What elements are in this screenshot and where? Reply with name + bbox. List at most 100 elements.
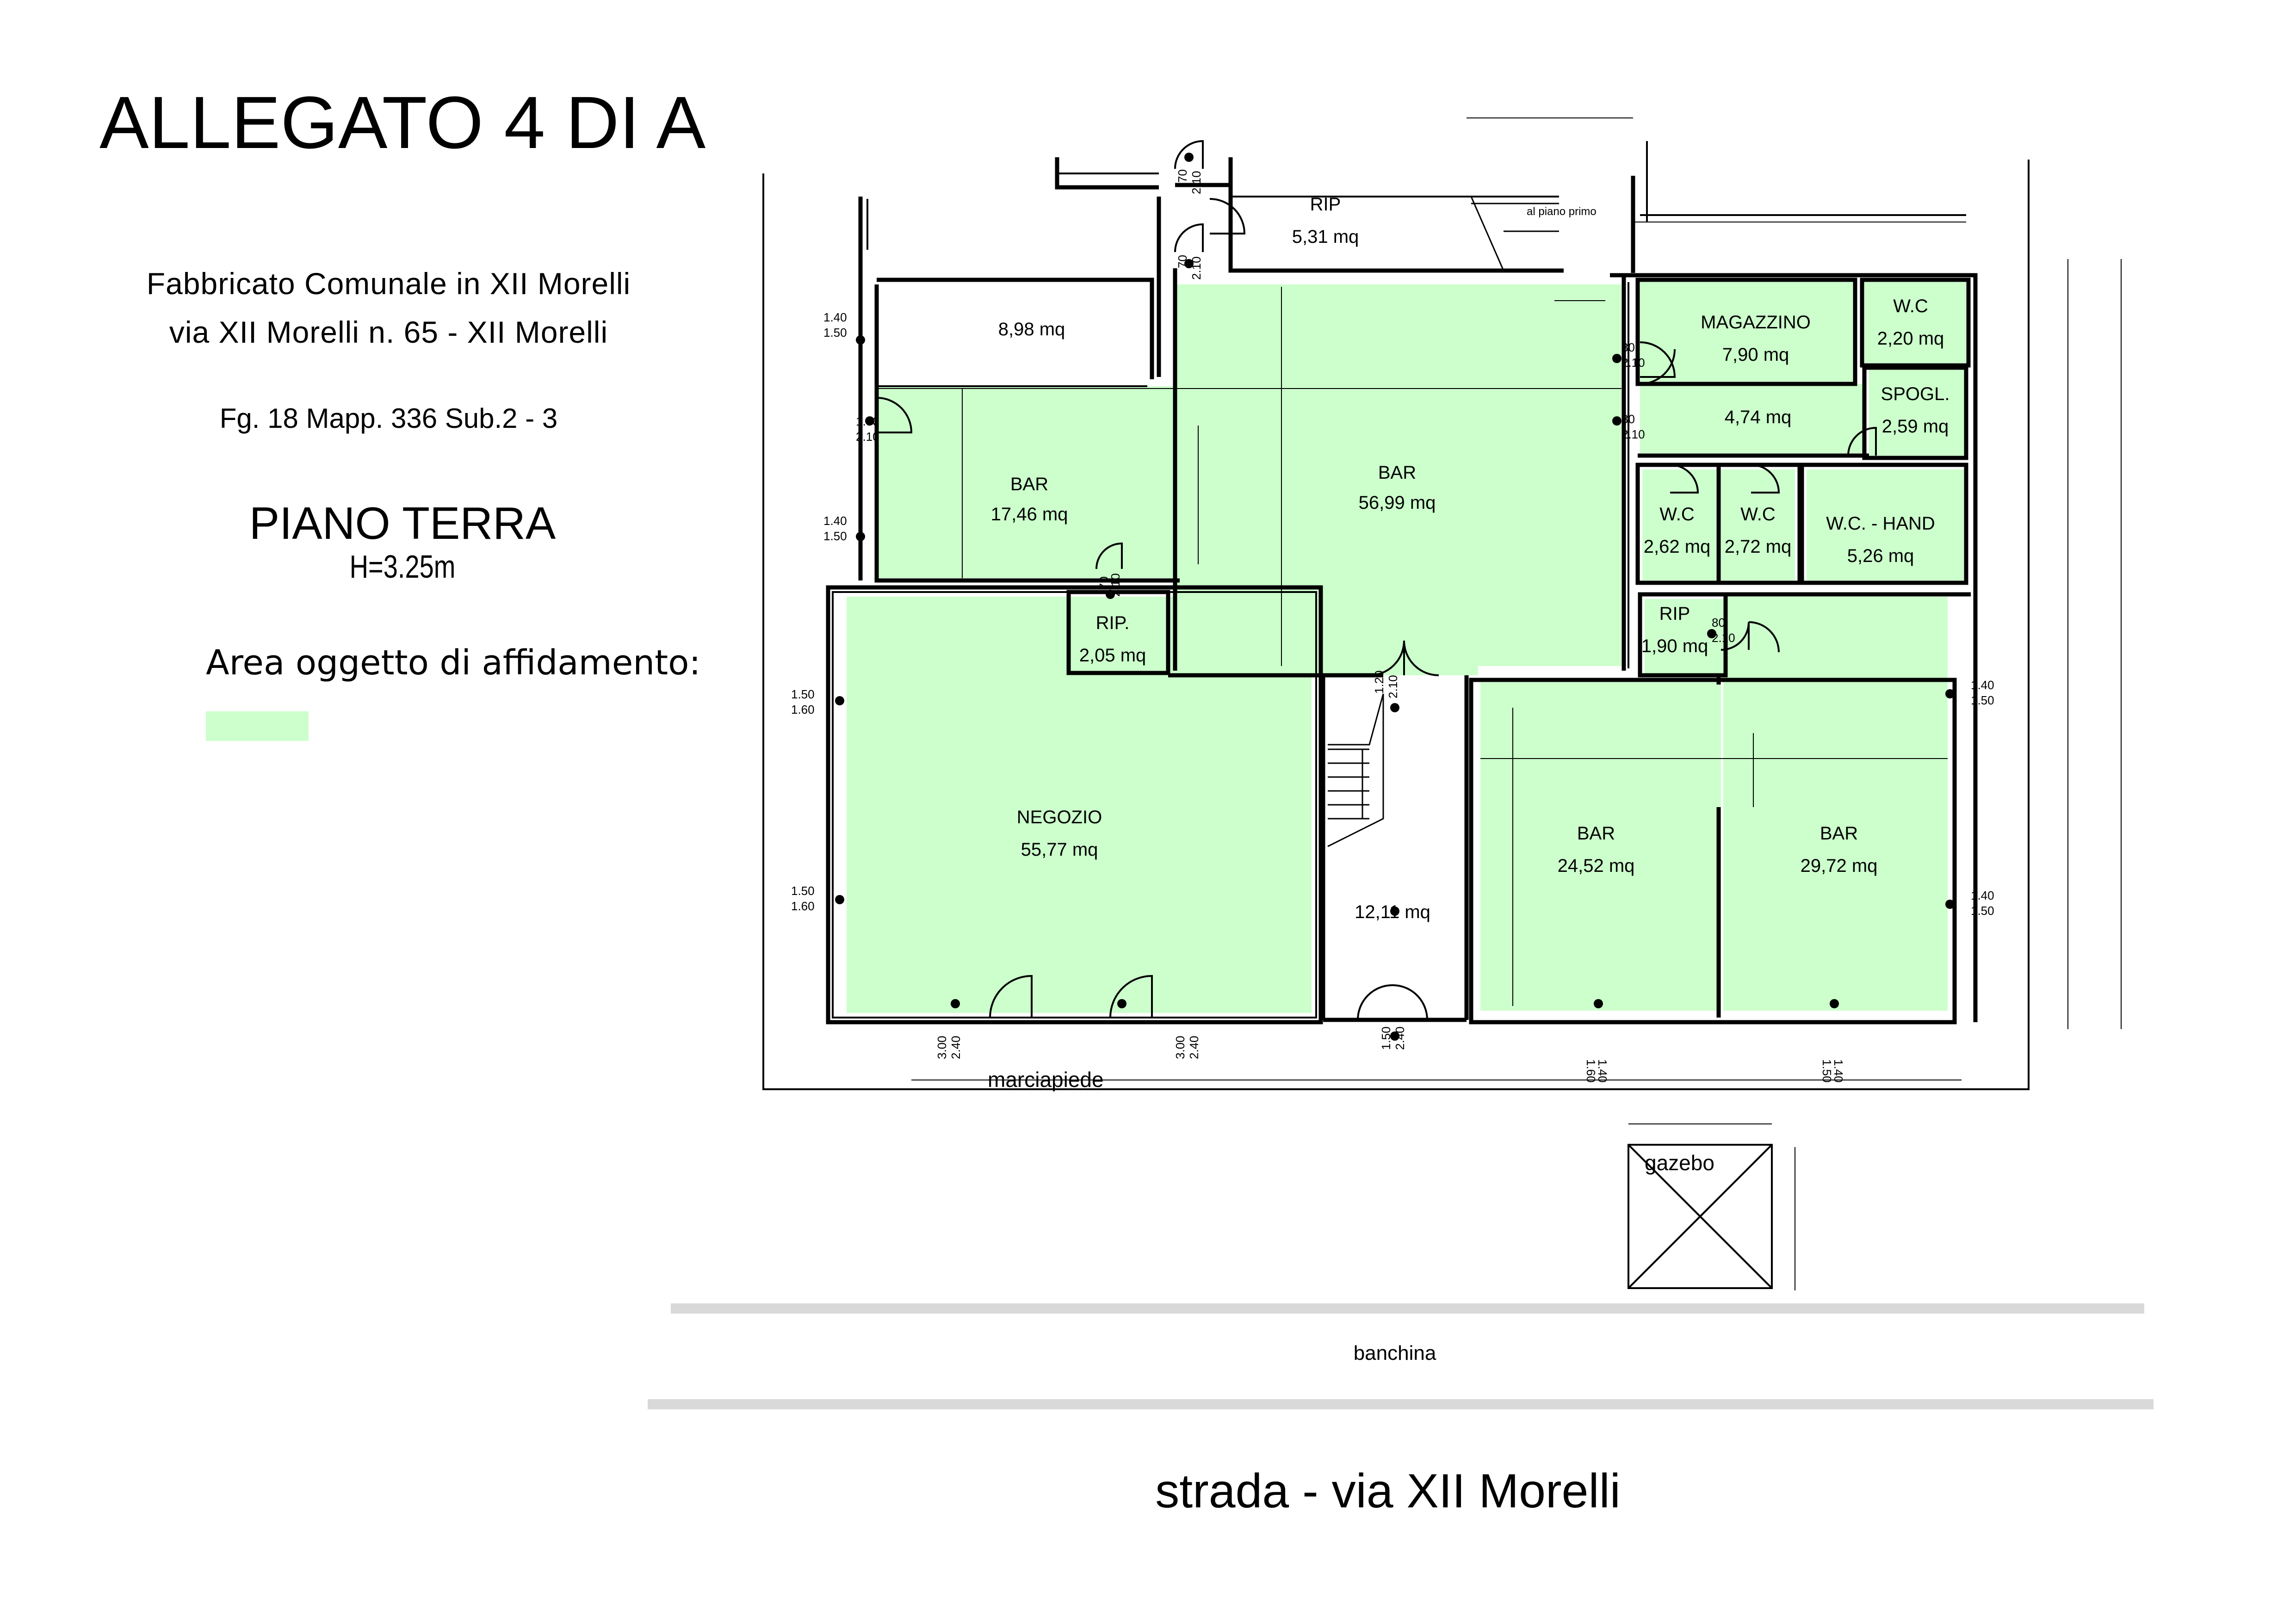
gazebo-label: gazebo — [1645, 1151, 1714, 1175]
room-bar-bl-area: 24,52 mq — [1558, 856, 1635, 876]
room-store-left-area: 8,98 mq — [998, 319, 1065, 339]
area-spogl — [1869, 370, 1966, 456]
opening-bottom-d1-b: 2.40 — [949, 1036, 963, 1059]
opening-labels: 1.40 1.50 1.00 2.10 1.40 1.50 1.50 1.60 … — [791, 310, 1994, 918]
opening-left-w4-b: 1.60 — [791, 703, 815, 716]
area-wc-hand — [1807, 469, 1964, 580]
area-wc-top — [1864, 282, 1966, 363]
room-spogl-name: SPOGL. — [1881, 384, 1950, 404]
room-wc-top-name: W.C — [1893, 296, 1928, 316]
room-stair-area: 12,11 mq — [1355, 902, 1430, 922]
area-bar-br — [1723, 597, 1948, 1011]
area-hall — [1640, 384, 1864, 453]
area-bar-bl — [1480, 682, 1721, 1011]
opening-door-rip-top-b: 2.10 — [1189, 171, 1203, 194]
area-bar-main — [1175, 284, 1621, 675]
opening-bottom-d3-b: 2.40 — [1393, 1026, 1407, 1050]
legend-label: Area oggetto di affidamento: — [206, 643, 701, 683]
door-swings — [876, 140, 1877, 1020]
opening-door-stair-b: 2.10 — [1386, 675, 1400, 698]
room-hall-area: 4,74 mq — [1725, 407, 1792, 427]
room-bar-bl-name: BAR — [1577, 823, 1615, 844]
room-wc2-area: 2,72 mq — [1725, 537, 1792, 557]
walls — [826, 157, 1978, 1024]
site-boundary — [762, 141, 2030, 1090]
room-rip-small-area: 2,05 mq — [1079, 645, 1146, 666]
room-rip-right-area: 1,90 mq — [1641, 636, 1708, 656]
sidewalk-label: marciapiede — [988, 1068, 1104, 1092]
quay-line-lower — [648, 1399, 2154, 1409]
room-spogl-area: 2,59 mq — [1882, 416, 1949, 437]
room-bar-br-area: 29,72 mq — [1801, 856, 1878, 876]
opening-bottom-d2-a: 3.00 — [1173, 1036, 1187, 1059]
road-label: strada - via XII Morelli — [1155, 1464, 1621, 1518]
opening-left-w2-a: 1.00 — [856, 414, 879, 428]
cadastral-reference: Fg. 18 Mapp. 336 Sub.2 - 3 — [219, 403, 558, 434]
floor-height: H=3.25m — [349, 549, 456, 585]
room-rip-top-area: 5,31 mq — [1292, 227, 1359, 247]
room-magazzino-name: MAGAZZINO — [1701, 312, 1811, 333]
opening-door-mag-b: 2.10 — [1621, 356, 1645, 370]
quay-line-upper — [671, 1303, 2144, 1314]
area-bar-left — [877, 386, 1177, 578]
room-bar-main-area: 56,99 mq — [1359, 493, 1436, 513]
opening-left-w4-a: 1.50 — [791, 687, 815, 701]
opening-door-rip-right-b: 2.10 — [1712, 631, 1735, 645]
opening-door-rip-top2-a: 70 — [1176, 255, 1189, 268]
opening-right-w1-a: 1.40 — [1971, 678, 1994, 692]
opening-right-w1-b: 1.50 — [1971, 693, 1994, 707]
site-labels: al piano primo marciapiede gazebo banchi… — [988, 205, 1714, 1364]
building-name: Fabbricato Comunale in XII Morelli — [146, 266, 631, 301]
area-wc1 — [1642, 469, 1716, 580]
opening-left-w2-b: 2.10 — [856, 430, 879, 444]
area-rip-small — [1073, 597, 1166, 671]
opening-door-mag-a: 80 — [1621, 340, 1635, 354]
opening-left-w3-b: 1.50 — [823, 529, 847, 543]
room-wc-hand-name: W.C. - HAND — [1826, 513, 1935, 534]
room-wc2-name: W.C — [1740, 504, 1776, 525]
area-magazzino — [1640, 282, 1853, 382]
room-rip-right-name: RIP — [1659, 604, 1690, 624]
opening-left-w1-a: 1.40 — [823, 310, 847, 324]
room-wc-top-area: 2,20 mq — [1877, 328, 1944, 349]
opening-door-rip-top-a: 70 — [1176, 169, 1189, 183]
room-bar-br-name: BAR — [1820, 823, 1858, 844]
opening-bottom-d2-b: 2.40 — [1187, 1036, 1201, 1059]
opening-door-hall-b: 2.10 — [1621, 427, 1645, 441]
opening-bottom-w2-b: 1.50 — [1820, 1059, 1834, 1083]
opening-left-w3-a: 1.40 — [823, 514, 847, 528]
opening-bottom-d1-a: 3.00 — [935, 1036, 949, 1059]
room-wc-hand-area: 5,26 mq — [1847, 546, 1914, 566]
room-bar-left-area: 17,46 mq — [991, 504, 1068, 525]
room-wc1-area: 2,62 mq — [1644, 537, 1711, 557]
stairs-up-label: al piano primo — [1527, 205, 1597, 218]
opening-left-w5-a: 1.50 — [791, 884, 815, 898]
area-wc2 — [1721, 469, 1795, 580]
opening-left-w1-b: 1.50 — [823, 326, 847, 339]
opening-bottom-w1-b: 1.60 — [1584, 1059, 1598, 1083]
room-wc1-name: W.C — [1659, 504, 1695, 525]
opening-bottom-w2-a: 1.40 — [1832, 1059, 1845, 1083]
room-rip-small-name: RIP. — [1096, 613, 1130, 633]
opening-door-stair-a: 1.20 — [1372, 670, 1386, 694]
room-rip-top-name: RIP — [1310, 194, 1341, 215]
legend-swatch — [206, 711, 309, 741]
opening-door-rip-small-b: 2.10 — [1108, 573, 1122, 597]
assigned-areas — [847, 282, 1966, 1013]
staircase — [1327, 196, 1559, 847]
opening-labels-vertical: 70 2.10 70 2.10 70 2.10 1.20 2.10 3.00 2… — [935, 169, 1845, 1083]
dimension-lines — [877, 117, 2122, 1290]
opening-right-w2-a: 1.40 — [1971, 889, 1994, 902]
opening-door-rip-right-a: 80 — [1712, 616, 1725, 629]
fixture-markers — [835, 153, 1955, 1041]
room-labels: RIP 5,31 mq 8,98 mq BAR 56,99 mq BAR 17,… — [991, 194, 1950, 922]
opening-left-w5-b: 1.60 — [791, 899, 815, 913]
building-address: via XII Morelli n. 65 - XII Morelli — [169, 315, 608, 349]
room-negozio-area: 55,77 mq — [1021, 839, 1098, 860]
room-magazzino-area: 7,90 mq — [1722, 345, 1789, 365]
gazebo — [1628, 1144, 1773, 1289]
opening-bottom-d3-a: 1.50 — [1379, 1026, 1393, 1050]
floor-title: PIANO TERRA — [249, 498, 556, 549]
opening-door-hall-a: 80 — [1621, 412, 1635, 426]
